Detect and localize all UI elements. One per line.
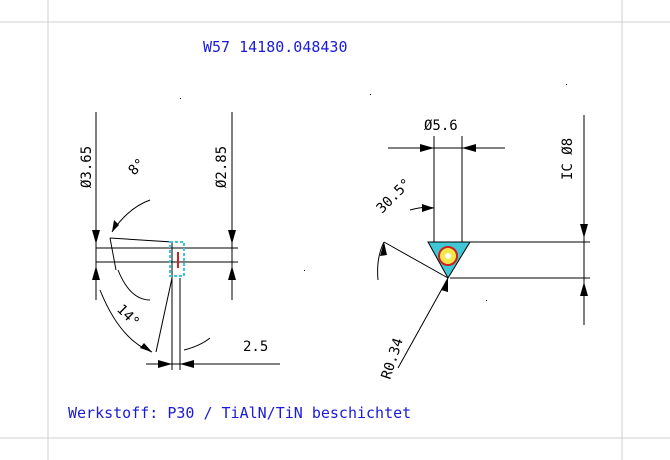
- part-number: W57 14180.048430: [203, 38, 348, 56]
- material-note: Werkstoff: P30 / TiAlN/TiN beschichtet: [68, 404, 411, 422]
- dim-angle-insert: 30.5°: [374, 176, 415, 217]
- dim-diameter-inner: Ø2.85: [214, 146, 230, 188]
- dim-length: 2.5: [243, 339, 268, 355]
- dim-angle-top: 8°: [126, 156, 149, 179]
- left-view: [92, 112, 280, 370]
- dim-inscribed-circle: IC Ø8: [560, 138, 576, 180]
- insert-tip-section: [169, 241, 185, 277]
- drawing-specks: [180, 84, 567, 301]
- dim-angle-bottom: 14°: [113, 302, 142, 331]
- dim-diameter-outer: Ø3.65: [79, 146, 95, 188]
- dim-diameter-insert: Ø5.6: [424, 118, 458, 134]
- right-view: [377, 115, 590, 369]
